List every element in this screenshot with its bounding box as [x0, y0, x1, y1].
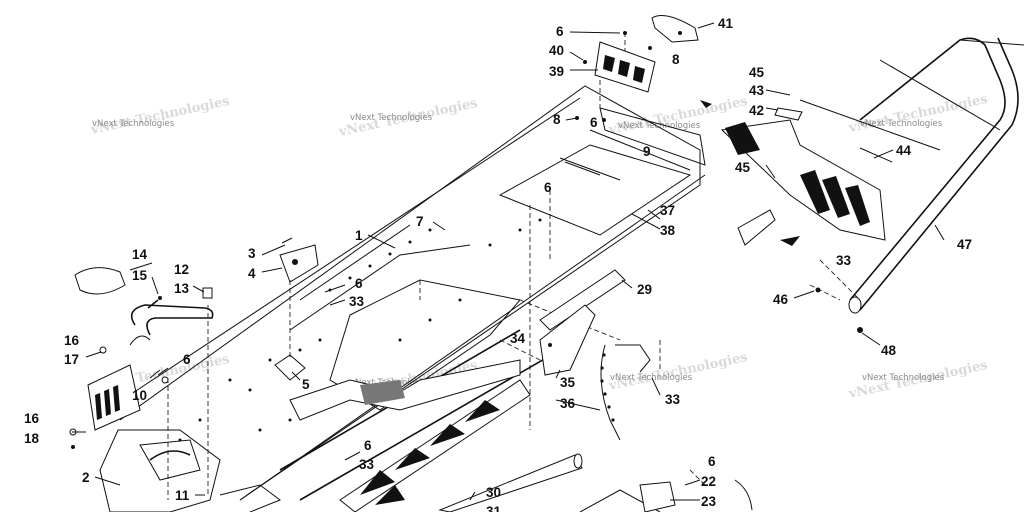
bolt-part-15 — [147, 296, 162, 309]
callout-labels: 1 2 3 4 5 6 6 6 6 6 6 6 7 8 8 9 10 11 12… — [24, 16, 972, 512]
fasteners-right — [815, 287, 863, 333]
callout-2: 2 — [82, 470, 90, 485]
callout-18: 18 — [24, 431, 40, 446]
callout-6: 6 — [183, 352, 191, 367]
assembly-lines — [167, 32, 861, 500]
tube-part-30 — [438, 453, 583, 512]
callout-44: 44 — [896, 143, 912, 158]
callout-14: 14 — [132, 247, 148, 262]
callout-35: 35 — [560, 375, 576, 390]
leader-lines — [72, 22, 945, 501]
callout-47: 47 — [957, 237, 972, 252]
callout-34: 34 — [510, 331, 526, 346]
callout-6: 6 — [708, 454, 716, 469]
brace-part-29 — [539, 269, 626, 331]
strap-part-36 — [600, 344, 651, 441]
svg-text:vNext Technologies: vNext Technologies — [89, 94, 231, 138]
callout-5: 5 — [302, 377, 310, 392]
watermark-text: vNext Technologies — [862, 373, 945, 383]
cover-part-14 — [74, 267, 126, 295]
bracket-part-4 — [279, 237, 319, 283]
grille-part-17 — [87, 364, 141, 431]
tunnel-decal-panel — [498, 144, 692, 236]
callout-38: 38 — [660, 223, 676, 238]
callout-33: 33 — [359, 457, 375, 472]
block-part-39 — [594, 41, 656, 93]
callout-8: 8 — [672, 52, 680, 67]
snow-flap-assembly — [700, 100, 893, 246]
callout-23: 23 — [701, 494, 717, 509]
tunnel-assembly — [109, 85, 706, 501]
callout-6: 6 — [364, 438, 372, 453]
watermarks: vNext Technologies vNext Technologies vN… — [89, 92, 989, 402]
callout-22: 22 — [701, 474, 716, 489]
callout-6: 6 — [544, 180, 552, 195]
callout-10: 10 — [132, 388, 147, 403]
nut-part-12 — [202, 287, 213, 299]
watermark-text: vNext Technologies — [92, 119, 175, 129]
callout-46: 46 — [773, 292, 789, 307]
callout-39: 39 — [549, 64, 564, 79]
callout-31: 31 — [486, 504, 502, 512]
rear-bumper-part-47 — [799, 37, 1024, 314]
callout-11: 11 — [175, 488, 190, 503]
callout-17: 17 — [64, 352, 79, 367]
part-41 — [651, 15, 699, 43]
grab-handle-part-13 — [129, 304, 214, 346]
watermark-text: vNext Technologies — [618, 121, 701, 131]
watermark-text: vNext Technologies — [860, 119, 943, 129]
callout-33: 33 — [349, 294, 365, 309]
callout-13: 13 — [174, 281, 190, 296]
callout-4: 4 — [248, 266, 256, 281]
svg-text:vNext Technologies: vNext Technologies — [607, 350, 749, 394]
callout-40: 40 — [549, 43, 564, 58]
callout-37: 37 — [660, 203, 675, 218]
callout-45: 45 — [749, 65, 765, 80]
callout-3: 3 — [248, 246, 256, 261]
callout-43: 43 — [749, 83, 765, 98]
callout-9: 9 — [643, 144, 651, 159]
callout-42: 42 — [749, 103, 764, 118]
callout-41: 41 — [718, 16, 734, 31]
callout-16: 16 — [64, 333, 80, 348]
bracket-part-35 — [539, 304, 596, 376]
callout-48: 48 — [881, 343, 897, 358]
callout-36: 36 — [560, 396, 576, 411]
bracket-part-23 — [579, 479, 753, 512]
callout-8: 8 — [553, 112, 561, 127]
callout-7: 7 — [416, 214, 424, 229]
callout-12: 12 — [174, 262, 189, 277]
callout-1: 1 — [355, 228, 363, 243]
callout-6: 6 — [355, 276, 363, 291]
callout-45: 45 — [735, 160, 751, 175]
callout-33: 33 — [836, 253, 852, 268]
watermark-text: vNext Technologies — [610, 373, 693, 383]
callout-6: 6 — [590, 115, 598, 130]
callout-6: 6 — [556, 24, 564, 39]
watermark-text: vNext Technologies — [350, 113, 433, 123]
callout-29: 29 — [637, 282, 652, 297]
plate-part-5 — [274, 354, 306, 381]
slide-rail — [289, 359, 531, 512]
callout-33: 33 — [665, 392, 681, 407]
callout-30: 30 — [486, 485, 501, 500]
callout-15: 15 — [132, 268, 148, 283]
callout-16: 16 — [24, 411, 40, 426]
running-board — [99, 429, 282, 512]
